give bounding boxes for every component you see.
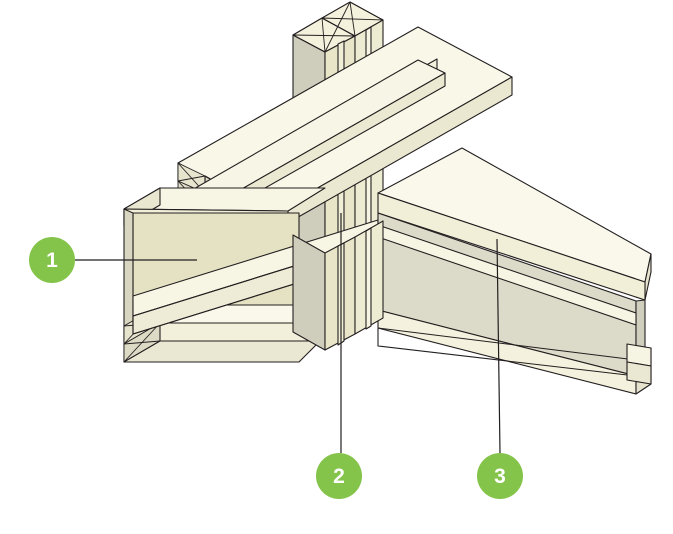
callout-label-1: 1: [46, 248, 58, 272]
upper-cross-beam: [177, 26, 513, 233]
callout-badge-3[interactable]: 3: [477, 453, 523, 499]
callout-badge-2[interactable]: 2: [316, 453, 362, 499]
right-i-joist: [377, 147, 652, 395]
laminated-column-lower: [292, 220, 384, 351]
callout-leader-lines: [75, 213, 501, 454]
callout-label-2: 2: [333, 464, 345, 488]
callout-label-3: 3: [494, 464, 506, 488]
leader-line-3: [496, 238, 501, 454]
callout-badge-1[interactable]: 1: [29, 237, 75, 283]
